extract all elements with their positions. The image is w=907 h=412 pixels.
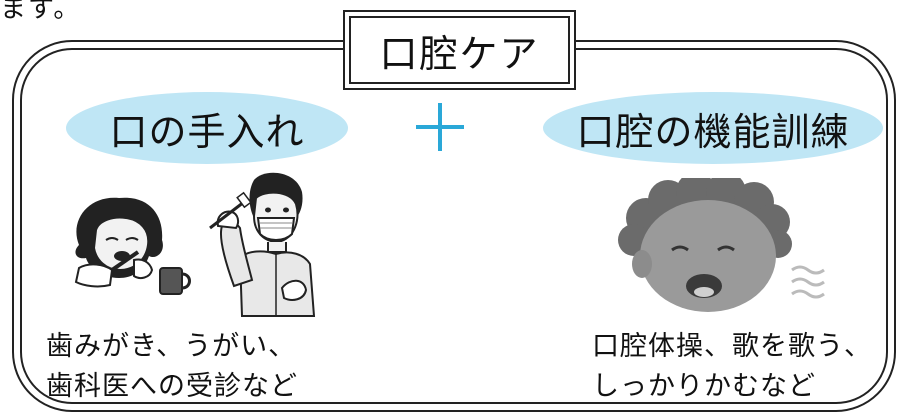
top-text: ます。 (0, 0, 82, 24)
right-caption-line-2: しっかりかむなど (592, 371, 816, 402)
right-caption: 口腔体操、歌を歌う、 しっかりかむなど (592, 327, 872, 407)
left-caption-line-2: 歯科医への受診など (46, 371, 298, 402)
left-heading: 口の手入れ (109, 109, 305, 154)
left-caption: 歯みがき、うがい、 歯科医への受診など (46, 327, 298, 407)
title-box: 口腔ケア (343, 10, 576, 90)
dentist-with-toothbrush-illustration (209, 172, 316, 317)
person-brushing-teeth-illustration (74, 197, 191, 295)
right-heading: 口腔の機能訓練 (576, 109, 850, 154)
singing-child-face-illustration (618, 178, 825, 312)
right-caption-line-1: 口腔体操、歌を歌う、 (592, 331, 872, 362)
plus-icon (416, 103, 464, 151)
left-heading-ellipse: 口の手入れ (66, 92, 348, 164)
page-title: 口腔ケア (379, 31, 540, 76)
left-caption-line-1: 歯みがき、うがい、 (46, 331, 297, 362)
right-heading-ellipse: 口腔の機能訓練 (543, 92, 883, 164)
